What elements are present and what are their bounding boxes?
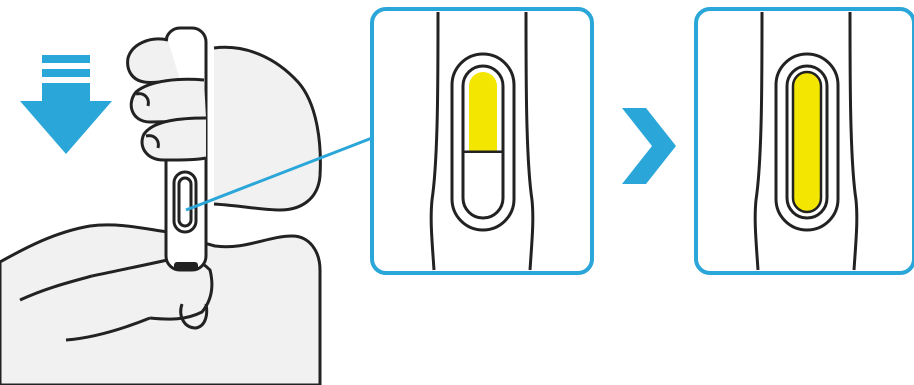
arrow-head — [20, 83, 112, 154]
skin-surface — [0, 225, 320, 385]
chevron-shape — [622, 108, 676, 184]
zoom-panel-after — [696, 9, 914, 273]
gripping-hand — [128, 39, 321, 210]
down-arrow-icon — [20, 55, 112, 154]
window-yellow-fill — [469, 72, 497, 152]
pen-tip — [174, 262, 198, 270]
arrow-bar-top — [42, 55, 90, 63]
pen-window-inner — [179, 178, 191, 226]
arrow-bar-bottom — [42, 69, 90, 77]
body-skin — [0, 225, 320, 385]
hand-back — [214, 47, 320, 210]
finger-2 — [142, 118, 206, 160]
zoom-panel-before — [372, 9, 592, 273]
chevron-right-icon — [622, 108, 676, 184]
window-yellow-fill — [793, 72, 821, 212]
finger-1 — [131, 79, 206, 122]
